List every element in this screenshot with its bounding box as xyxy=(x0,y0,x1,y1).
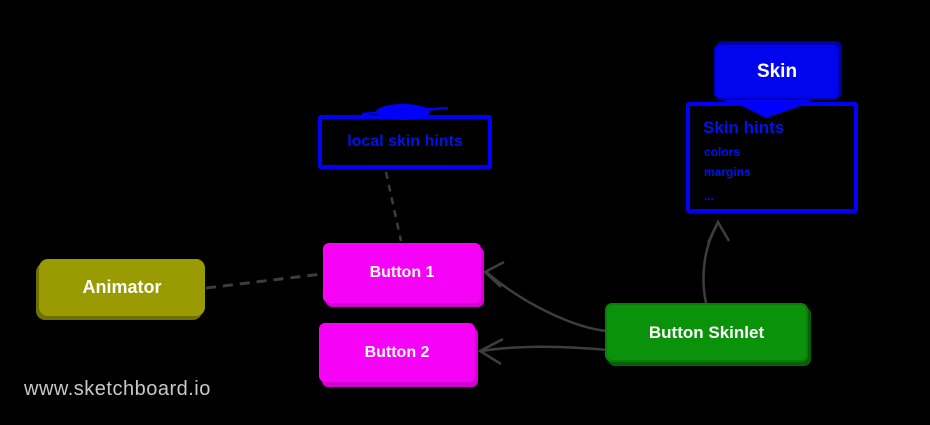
node-button-skinlet[interactable]: Button Skinlet xyxy=(605,303,808,362)
skin-hints-item: colors xyxy=(704,145,741,159)
local-skin-hints-label: local skin hints xyxy=(347,133,463,150)
arrowhead-button2 xyxy=(477,337,504,366)
arrowhead-skinhints xyxy=(706,219,731,244)
node-local-skin-hints[interactable]: local skin hints xyxy=(318,115,492,169)
arrowhead-button1 xyxy=(482,260,505,288)
node-button1[interactable]: Button 1 xyxy=(323,243,481,303)
node-skin[interactable]: Skin xyxy=(714,43,840,100)
local-hints-blob-streak xyxy=(361,106,449,116)
node-button-skinlet-label: Button Skinlet xyxy=(648,322,765,342)
node-button1-label: Button 1 xyxy=(369,264,435,281)
edge-animator-button1 xyxy=(205,272,323,290)
edge-skinlet-button2 xyxy=(481,345,608,353)
skin-hints-item: margins xyxy=(704,165,751,179)
skin-hints-item: ... xyxy=(704,189,715,203)
sketchboard-watermark: www.sketchboard.io xyxy=(24,378,211,400)
node-skin-hints[interactable]: Skin hints colors margins ... xyxy=(686,102,858,213)
node-button2-label: Button 2 xyxy=(364,343,430,361)
node-button2[interactable]: Button 2 xyxy=(319,323,475,382)
node-animator-label: Animator xyxy=(82,277,162,297)
edge-localhints-button1 xyxy=(384,171,403,242)
node-skin-label: Skin xyxy=(756,60,798,82)
skin-hints-title: Skin hints xyxy=(703,118,785,137)
node-animator[interactable]: Animator xyxy=(39,259,205,316)
edge-skinlet-button1 xyxy=(485,271,608,333)
